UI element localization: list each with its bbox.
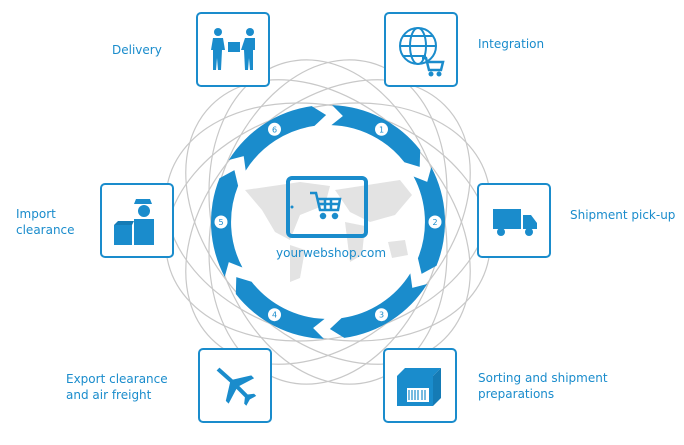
step-number: 3 (379, 311, 384, 320)
import-clearance-box (100, 183, 174, 258)
truck-icon (493, 209, 537, 236)
delivery-box (196, 12, 270, 87)
sorting-box (383, 348, 457, 423)
website-url: yourwebshop.com (276, 246, 387, 260)
step-arrow-4 (235, 277, 325, 339)
integration-box (384, 12, 458, 87)
step-number-badge (214, 215, 228, 229)
step-number: 6 (272, 125, 277, 134)
step-number-badge (268, 122, 281, 136)
delivery-people-icon (211, 28, 255, 70)
export-box (198, 348, 272, 423)
step-number: 5 (218, 218, 223, 227)
shipment-pickup-box (477, 183, 551, 258)
tablet-icon (286, 176, 368, 238)
step-arrow-6 (228, 106, 327, 171)
label-delivery: Delivery (112, 43, 162, 57)
step-number: 2 (432, 218, 437, 227)
step-number-badge (268, 308, 281, 322)
step-number: 1 (379, 125, 384, 134)
step-arrow-3 (329, 273, 428, 338)
step-number: 4 (272, 311, 277, 320)
package-barcode-icon (397, 368, 441, 406)
label-import: Import clearance (16, 207, 75, 237)
globe-cart-icon (399, 27, 445, 77)
customs-officer-icon (114, 199, 154, 245)
step-number-badge (428, 215, 442, 229)
world-map (245, 180, 412, 282)
label-shipment-pickup: Shipment pick-up (570, 208, 676, 222)
label-sorting: Sorting and shipment preparations (478, 371, 608, 401)
step-arrow-1 (331, 105, 421, 167)
step-number-badge (375, 308, 388, 322)
label-integration: Integration (478, 37, 545, 51)
airplane-icon (216, 367, 257, 406)
step-number-badge (375, 122, 388, 136)
cart-icon (310, 191, 342, 220)
label-export: Export clearance and air freight (66, 372, 168, 402)
